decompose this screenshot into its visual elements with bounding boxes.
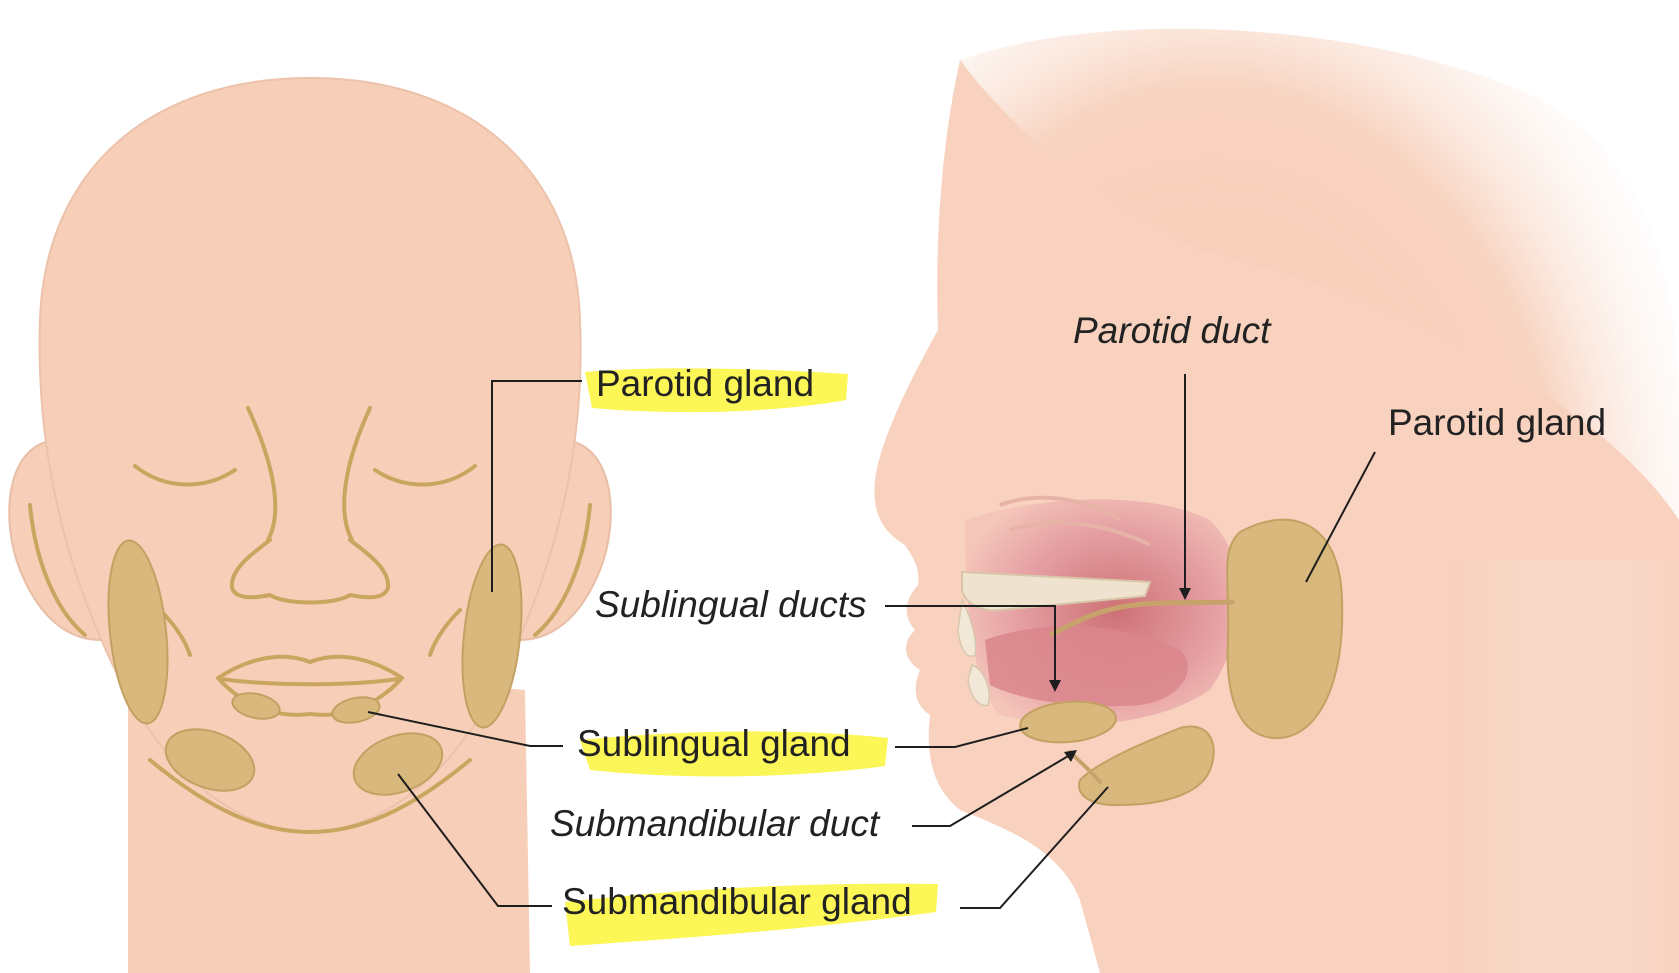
label-side-parotid-duct: Parotid duct [1073,310,1272,351]
side-view-head [874,29,1679,973]
front-view-head [9,78,610,973]
label-side-sublingual-ducts: Sublingual ducts [595,584,867,625]
label-front-parotid-gland: Parotid gland [596,363,814,404]
side-neck-fade [1450,560,1679,973]
label-front-submandibular-gland: Submandibular gland [562,881,912,922]
label-side-parotid-gland: Parotid gland [1388,402,1606,443]
label-front-sublingual-gland: Sublingual gland [577,723,851,764]
label-side-submandibular-duct: Submandibular duct [550,803,881,844]
